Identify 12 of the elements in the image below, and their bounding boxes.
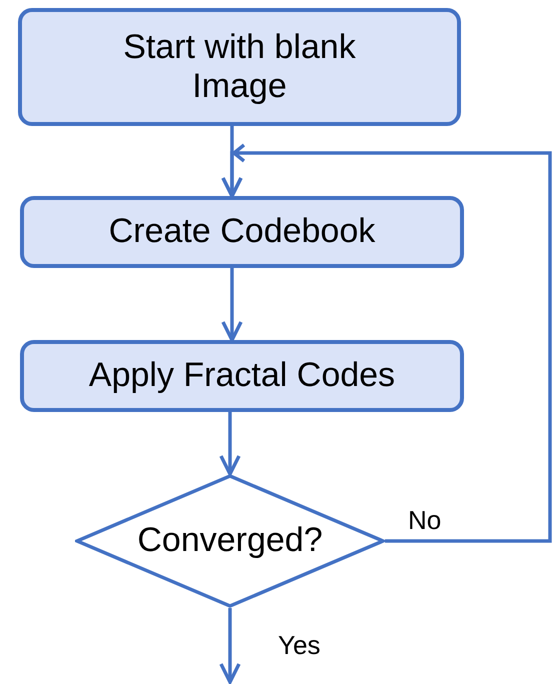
- box-text: Create Codebook: [108, 212, 376, 252]
- process-box: [20, 196, 464, 268]
- arrow: [221, 268, 243, 342]
- box-text: Converged?: [137, 521, 323, 561]
- box-text: Apply Fractal Codes: [88, 356, 396, 396]
- arrow: [219, 608, 241, 684]
- arrow: [221, 143, 552, 543]
- process-box: [18, 8, 461, 126]
- decision-diamond: [75, 474, 385, 608]
- arrow: [219, 412, 241, 476]
- box-text: Start with blank Image: [122, 28, 357, 106]
- process-box: [20, 340, 464, 412]
